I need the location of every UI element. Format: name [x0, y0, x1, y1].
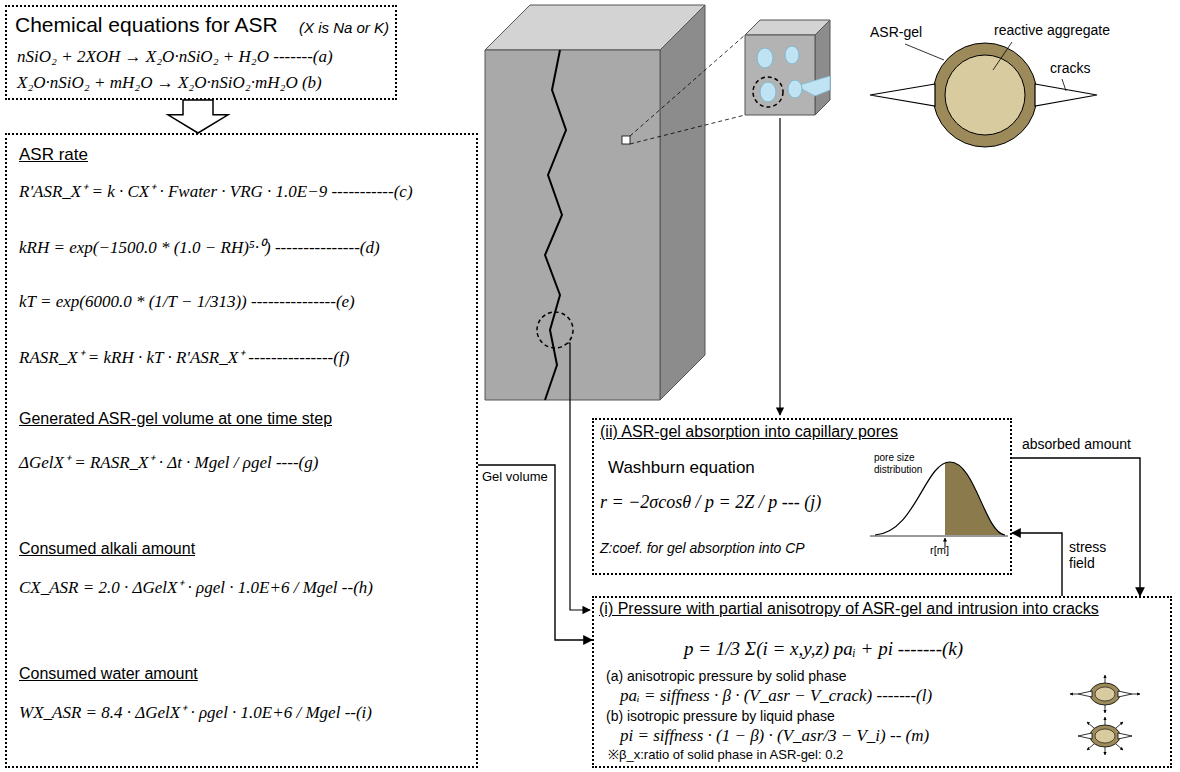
concrete-cube: [485, 5, 705, 400]
equation-box: Chemical equations for ASR (X is Na or K)…: [5, 5, 397, 100]
aggregate-illustration: [993, 42, 1012, 70]
pore-size-chart: [870, 536, 1008, 537]
isotropic-sketch: [1087, 722, 1094, 728]
leader-lines: [779, 118, 780, 415]
equation: pi = siffness · (1 − β) · (V_asr/3 − V_i…: [620, 726, 929, 746]
note: r[m]: [930, 544, 949, 557]
heading: Chemical equations for ASR: [15, 13, 278, 37]
edge-label: stress field: [1067, 539, 1133, 571]
pore-block: [757, 48, 773, 68]
equation: kT = exp(6000.0 * (1/T − 1/313)) -------…: [19, 292, 355, 312]
concrete-cube: [622, 136, 630, 144]
pore-size-chart: [870, 462, 1008, 548]
edge-label: Gel volume: [480, 470, 550, 485]
note: ※β_x:ratio of solid phase in ASR-gel: 0.…: [608, 748, 843, 763]
equation: ΔGelX⁺ = RASR_X⁺ · Δt · Mgel / ρgel ----…: [19, 453, 318, 473]
equation: CX_ASR = 2.0 · ΔGelX⁺ · ρgel · 1.0E+6 / …: [19, 578, 373, 598]
section-title: (i) Pressure with partial anisotropy of …: [599, 600, 1164, 618]
anisotropic-sketch: [1078, 683, 1132, 705]
part-label: cracks: [1048, 60, 1092, 76]
zoom-lines: [630, 115, 745, 144]
pore-block: [815, 20, 830, 115]
equation: RASR_X⁺ = kRH · kT · R'ASR_X⁺ ----------…: [19, 348, 349, 368]
concrete-cube: [660, 5, 705, 400]
anisotropic-sketch: [1105, 675, 1106, 683]
isotropic-sketch: [1078, 717, 1132, 755]
pore-block: [760, 82, 776, 102]
isotropic-sketch: [1116, 744, 1123, 750]
edge-label: absorbed amount: [1020, 436, 1133, 452]
isotropic-sketch: [1087, 744, 1094, 750]
note: pore size distribution: [874, 452, 938, 475]
part-label: reactive aggregate: [992, 22, 1112, 38]
equation: R'ASR_X⁺ = k · CX⁺ · Fwater · VRG · 1.0E…: [19, 182, 413, 202]
zoom-lines: [630, 35, 745, 136]
aggregate-illustration: [870, 84, 935, 106]
flow-arrow: [1012, 533, 1062, 596]
heading: Washburn equation: [608, 458, 755, 478]
section-title: ASR rate: [19, 145, 88, 165]
anisotropic-sketch: [1070, 694, 1078, 695]
block-arrow: [168, 100, 228, 133]
isotropic-sketch: [1105, 717, 1106, 725]
isotropic-sketch: [1105, 747, 1106, 755]
note: Z:coef. for gel absorption into CP: [600, 540, 805, 556]
aggregate-illustration: [1035, 84, 1097, 106]
section-title: Consumed water amount: [19, 665, 198, 683]
leader-lines: [568, 118, 780, 610]
isotropic-sketch: [1078, 725, 1132, 747]
aggregate-illustration: [870, 42, 1097, 147]
pressure-box: (i) Pressure with partial anisotropy of …: [592, 596, 1172, 768]
part-label: ASR-gel: [868, 24, 924, 40]
equation: WX_ASR = 8.4 · ΔGelX⁺ · ρgel · 1.0E+6 / …: [19, 703, 372, 723]
flow-arrow: [1012, 458, 1140, 596]
equation: X₂O·nSiO₂ + mH₂O → X₂O·nSiO₂·mH₂O (b): [17, 73, 322, 93]
aggregate-illustration: [945, 55, 1025, 135]
anisotropic-sketch: [1070, 675, 1140, 713]
equation: nSiO₂ + 2XOH → X₂O·nSiO₂ + H₂O -------(a…: [17, 47, 333, 67]
pore-block: [788, 80, 802, 98]
isotropic-sketch: [1116, 722, 1123, 728]
pore-block: [745, 20, 830, 115]
concrete-cube: [545, 50, 566, 400]
leader-lines: [568, 343, 590, 610]
absorption-box: (ii) ASR-gel absorption into capillary p…: [592, 418, 1012, 575]
concrete-cube: [485, 50, 660, 400]
concrete-cube: [537, 312, 573, 348]
note: (b) isotropic pressure by liquid phase: [606, 708, 835, 724]
rate-box: ASR rateR'ASR_X⁺ = k · CX⁺ · Fwater · VR…: [5, 133, 478, 768]
pore-block: [785, 46, 799, 64]
zoom-lines: [630, 35, 745, 144]
pore-block: [745, 35, 815, 115]
flow-arrow: [478, 465, 592, 640]
equation: kRH = exp(−1500.0 * (1.0 − RH)⁵·⁰) -----…: [19, 238, 380, 258]
anisotropic-sketch: [1105, 705, 1106, 713]
pore-block: [753, 77, 783, 107]
equation: paᵢ = siffness · β · (V_asr − V_crack) -…: [620, 686, 932, 706]
anisotropic-sketch: [1132, 694, 1140, 695]
equation: p = 1/3 Σ(i = x,y,z) paᵢ + pi -------(k): [684, 638, 963, 660]
section-title: (ii) ASR-gel absorption into capillary p…: [600, 423, 898, 441]
equation: r = −2σcosθ / p = 2Z / p --- (j): [600, 492, 821, 513]
note: (a) anisotropic pressure by solid phase: [606, 668, 846, 684]
subheading: (X is Na or K): [299, 19, 389, 36]
section-title: Generated ASR-gel volume at one time ste…: [19, 410, 332, 428]
pore-size-chart: [945, 462, 1005, 535]
aggregate-illustration: [905, 44, 944, 60]
section-title: Consumed alkali amount: [19, 540, 195, 558]
aggregate-illustration: [1062, 79, 1066, 91]
aggregate-illustration: [933, 43, 1037, 147]
